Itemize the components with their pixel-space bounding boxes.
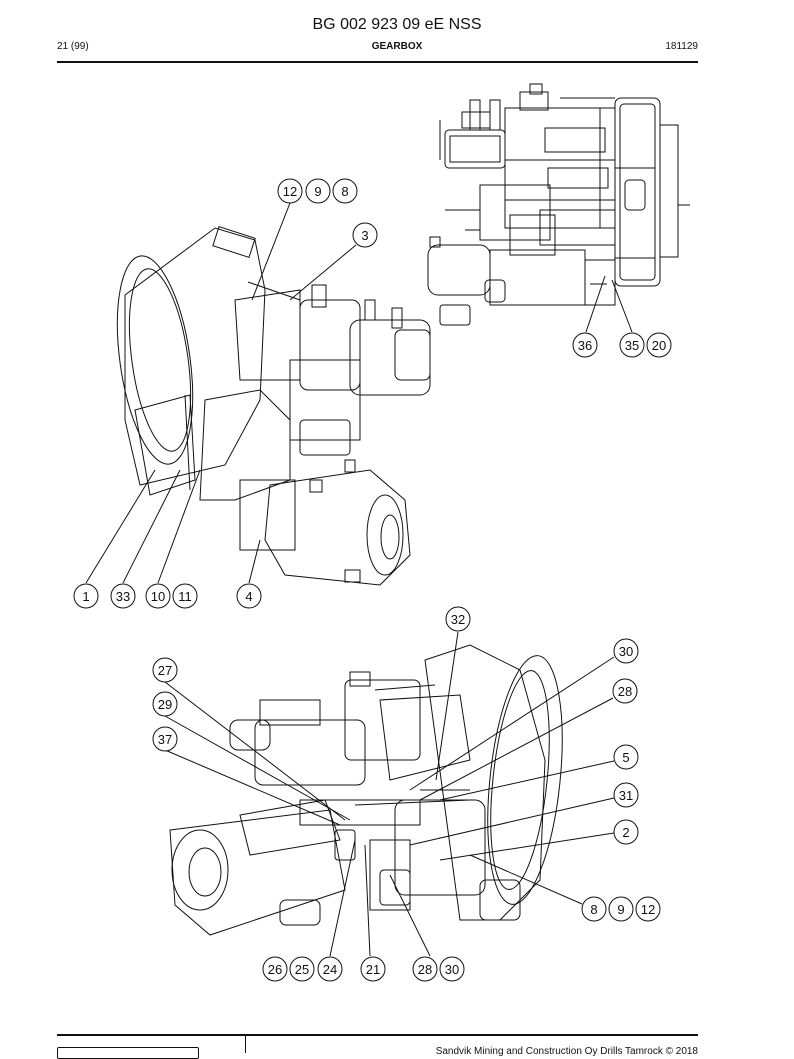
svg-text:26: 26 xyxy=(268,962,282,977)
callout-3: 3 xyxy=(352,222,378,248)
callout-10: 10 xyxy=(145,583,171,609)
svg-text:20: 20 xyxy=(652,338,666,353)
callout-1: 1 xyxy=(73,583,99,609)
svg-text:9: 9 xyxy=(314,184,321,199)
brand-logo xyxy=(57,1047,199,1059)
callout-20: 20 xyxy=(646,332,672,358)
svg-text:25: 25 xyxy=(295,962,309,977)
svg-text:1: 1 xyxy=(82,589,89,604)
svg-text:4: 4 xyxy=(245,589,252,604)
svg-text:21: 21 xyxy=(366,962,380,977)
callout-29: 29 xyxy=(152,691,178,717)
callout-9-top: 9 xyxy=(305,178,331,204)
gearbox-angled-view xyxy=(116,225,431,586)
callout-32: 32 xyxy=(445,606,471,632)
svg-text:11: 11 xyxy=(178,589,192,604)
svg-text:27: 27 xyxy=(158,663,172,678)
callout-35: 35 xyxy=(619,332,645,358)
svg-text:32: 32 xyxy=(451,612,465,627)
callout-37: 37 xyxy=(152,726,178,752)
callout-28-bottom: 28 xyxy=(412,956,438,982)
callout-2: 2 xyxy=(613,819,639,845)
callout-5: 5 xyxy=(613,744,639,770)
svg-text:24: 24 xyxy=(323,962,337,977)
svg-text:10: 10 xyxy=(151,589,165,604)
svg-text:35: 35 xyxy=(625,338,639,353)
footer-rule xyxy=(57,1034,698,1036)
svg-text:33: 33 xyxy=(116,589,130,604)
svg-text:30: 30 xyxy=(619,644,633,659)
callout-26: 26 xyxy=(262,956,288,982)
callout-12-bottom: 12 xyxy=(635,896,661,922)
svg-text:5: 5 xyxy=(622,750,629,765)
gearbox-side-view xyxy=(427,83,690,326)
callout-21: 21 xyxy=(360,956,386,982)
header-rule xyxy=(57,61,698,63)
svg-text:31: 31 xyxy=(619,788,633,803)
svg-text:12: 12 xyxy=(641,902,655,917)
svg-text:36: 36 xyxy=(578,338,592,353)
footer-copyright: Sandvik Mining and Construction Oy Drill… xyxy=(435,1046,698,1057)
footer-divider xyxy=(245,1036,246,1053)
svg-text:30: 30 xyxy=(445,962,459,977)
callout-31: 31 xyxy=(613,782,639,808)
callout-25: 25 xyxy=(289,956,315,982)
section-title: GEARBOX xyxy=(371,41,423,52)
svg-text:28: 28 xyxy=(618,684,632,699)
svg-text:3: 3 xyxy=(361,228,368,243)
callout-24: 24 xyxy=(317,956,343,982)
callout-8-top: 8 xyxy=(332,178,358,204)
callout-4: 4 xyxy=(236,583,262,609)
svg-text:37: 37 xyxy=(158,732,172,747)
callout-28-right: 28 xyxy=(612,678,638,704)
callout-30-bottom: 30 xyxy=(439,956,465,982)
callout-30-right: 30 xyxy=(613,638,639,664)
svg-text:28: 28 xyxy=(418,962,432,977)
svg-text:12: 12 xyxy=(283,184,297,199)
svg-text:8: 8 xyxy=(341,184,348,199)
svg-text:9: 9 xyxy=(617,902,624,917)
revision-date: 181129 xyxy=(665,41,698,52)
callouts: 12 9 8 3 36 35 20 1 33 10 11 4 32 30 27 … xyxy=(73,178,672,982)
callout-8-bottom: 8 xyxy=(581,896,607,922)
svg-text:29: 29 xyxy=(158,697,172,712)
callout-27: 27 xyxy=(152,657,178,683)
callout-9-bottom: 9 xyxy=(608,896,634,922)
gearbox-bottom-view xyxy=(169,644,563,936)
callout-12-top: 12 xyxy=(277,178,303,204)
svg-text:8: 8 xyxy=(590,902,597,917)
document-title: BG 002 923 09 eE NSS xyxy=(312,16,482,33)
svg-text:2: 2 xyxy=(622,825,629,840)
page-number: 21 (99) xyxy=(57,41,89,52)
leader-lines xyxy=(85,202,633,957)
callout-36: 36 xyxy=(572,332,598,358)
callout-33: 33 xyxy=(110,583,136,609)
callout-11: 11 xyxy=(172,583,198,609)
